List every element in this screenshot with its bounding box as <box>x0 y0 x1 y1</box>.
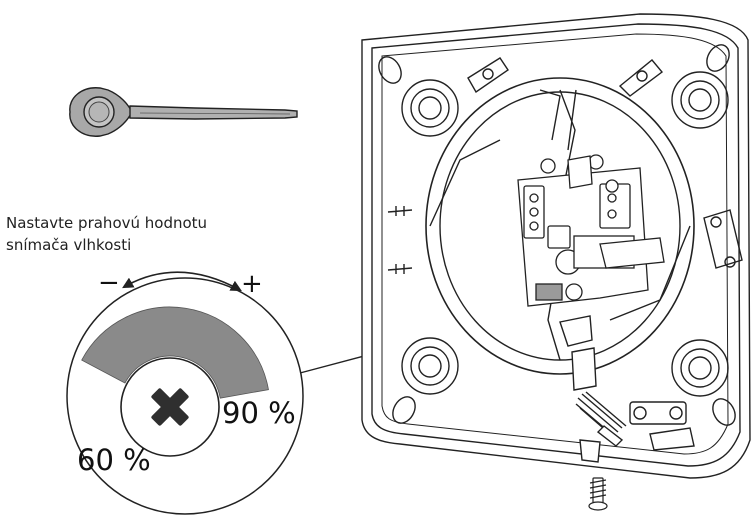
minus-sign: − <box>98 268 120 298</box>
dial-range-arc <box>81 306 269 399</box>
mount-hole-bottom-left <box>392 337 459 424</box>
mount-hole-top-left <box>378 56 459 137</box>
mount-hole-top-right <box>671 44 730 129</box>
mount-hole-bottom-right <box>671 339 736 426</box>
instruction-line-2: snímača vlhkosti <box>6 236 132 254</box>
plus-sign: + <box>241 269 263 299</box>
control-board <box>517 154 665 307</box>
screwdriver-tool-icon <box>69 87 298 137</box>
instruction-caption: Nastavte prahovú hodnotu snímača vlhkost… <box>6 212 266 256</box>
dial-center-cross-icon <box>151 388 189 426</box>
screw-icon <box>588 477 608 511</box>
dial-min-label: 60 % <box>77 443 151 477</box>
cable-bundle <box>559 315 627 447</box>
adjust-arrow-icon <box>122 271 242 292</box>
dial-detail: − + 60 % 90 % <box>66 268 304 515</box>
dial-max-label: 90 % <box>222 396 296 430</box>
instruction-line-1: Nastavte prahovú hodnotu <box>6 214 208 232</box>
